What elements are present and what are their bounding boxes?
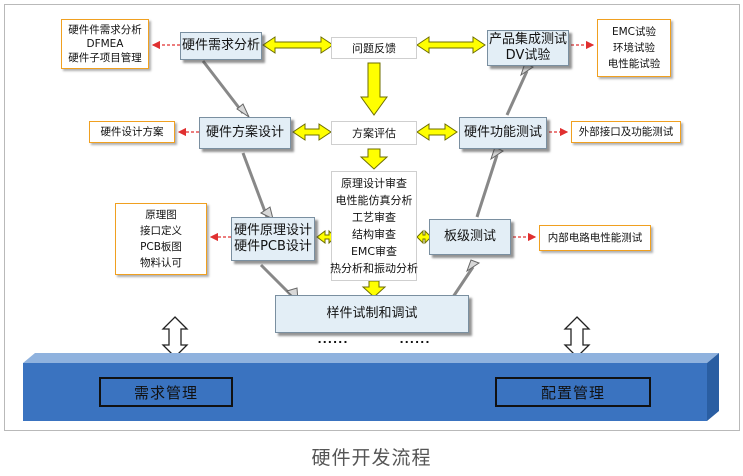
- sample-debug-label: 样件试制和调试: [326, 306, 418, 321]
- diagram-frame: 问题反馈 方案评估 原理设计审查 电性能仿真分析 工艺审查 结构审查 EMC审查…: [4, 4, 740, 431]
- review-item: 原理设计审查: [341, 177, 407, 190]
- schematic-note: 原理图 接口定义 PCB板图 物料认可: [115, 203, 207, 275]
- review-item: 结构审查: [352, 228, 396, 241]
- dots-right: ......: [399, 332, 431, 346]
- note-line: 接口定义: [140, 225, 182, 237]
- note-line: 硬件件需求分析: [68, 24, 142, 36]
- review-item: 工艺审查: [352, 211, 396, 224]
- plan-review-box: 方案评估: [331, 121, 417, 145]
- note-line: DFMEA: [86, 38, 124, 50]
- requirement-mgmt-label: 需求管理: [133, 383, 198, 402]
- product-test-box: 产品集成测试 DV试验: [487, 30, 569, 66]
- note-line: 硬件子项目管理: [68, 52, 142, 64]
- note-line: 电性能试验: [607, 58, 661, 70]
- requirement-note: 硬件件需求分析 DFMEA 硬件子项目管理: [61, 19, 149, 69]
- note-line: PCB板图: [140, 241, 182, 253]
- dv-test-label: DV试验: [505, 48, 551, 63]
- function-test-label: 硬件功能测试: [463, 125, 542, 140]
- board-test-box: 板级测试: [429, 219, 511, 255]
- v-flow-arrows: [201, 60, 529, 299]
- note-line: EMC试验: [611, 26, 657, 38]
- dv-note: EMC试验 环境试验 电性能试验: [597, 19, 671, 77]
- config-mgmt-label-box: 配置管理: [495, 377, 651, 407]
- plan-design-label: 硬件方案设计: [205, 125, 284, 140]
- issue-feedback-box: 问题反馈: [331, 37, 417, 59]
- review-item: EMC审查: [350, 245, 398, 258]
- note-line: 环境试验: [613, 42, 655, 54]
- requirement-analysis-label: 硬件需求分析: [181, 38, 260, 53]
- review-list-box: 原理设计审查 电性能仿真分析 工艺审查 结构审查 EMC审查 热分析和振动分析: [330, 171, 418, 281]
- note-line: 物料认可: [140, 257, 182, 269]
- yellow-down-arrows: [359, 62, 389, 298]
- pcb-label: 硬件PCB设计: [234, 239, 312, 254]
- function-test-box: 硬件功能测试: [459, 117, 547, 149]
- plan-review-label: 方案评估: [352, 127, 396, 140]
- dashed-note-arrows: [151, 40, 595, 242]
- sample-debug-box: 样件试制和调试: [275, 295, 469, 333]
- requirement-mgmt-label-box: 需求管理: [99, 377, 233, 407]
- dots-left: ......: [317, 332, 349, 346]
- function-test-note: 外部接口及功能测试: [571, 121, 681, 143]
- figure-caption: 硬件开发流程: [311, 447, 432, 469]
- issue-feedback-label: 问题反馈: [352, 42, 396, 55]
- product-test-label: 产品集成测试: [488, 32, 567, 47]
- schematic-label: 硬件原理设计: [233, 223, 312, 238]
- note-line: 原理图: [145, 209, 177, 221]
- note-line: 外部接口及功能测试: [578, 126, 674, 138]
- schematic-pcb-box: 硬件原理设计 硬件PCB设计: [231, 217, 315, 261]
- config-mgmt-label: 配置管理: [540, 383, 605, 402]
- note-line: 硬件设计方案: [100, 126, 164, 138]
- board-test-note: 内部电路电性能测试: [539, 225, 651, 251]
- note-line: 内部电路电性能测试: [547, 232, 643, 244]
- base-platform: [23, 353, 719, 421]
- plan-design-box: 硬件方案设计: [199, 117, 291, 149]
- board-test-label: 板级测试: [443, 229, 496, 244]
- plan-design-note: 硬件设计方案: [89, 121, 175, 143]
- review-item: 热分析和振动分析: [330, 262, 418, 275]
- requirement-analysis-box: 硬件需求分析: [180, 32, 262, 60]
- review-item: 电性能仿真分析: [335, 194, 413, 207]
